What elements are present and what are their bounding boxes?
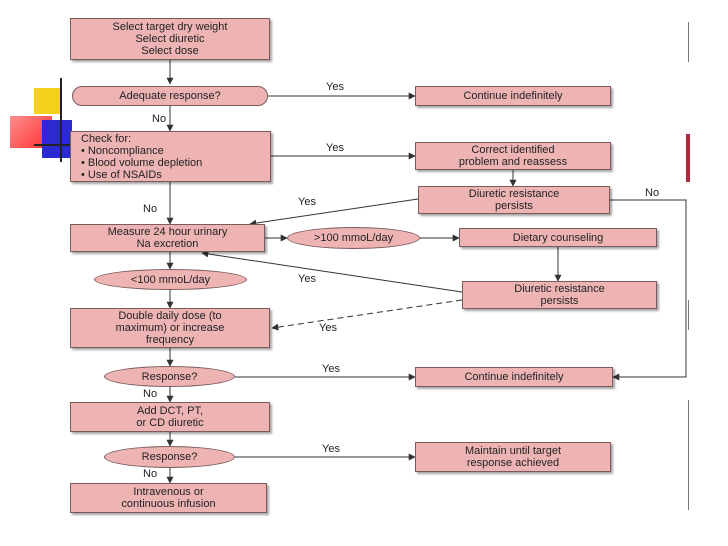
- decision-response-2: Response?: [104, 366, 235, 387]
- arrow-resistance-yes-to-measure: [249, 198, 419, 227]
- yellow-square-decoration: [34, 88, 60, 114]
- step-continue-indefinitely-2: Continue indefinitely: [415, 367, 613, 387]
- step-measure-urinary-na: Measure 24 hour urinary Na excretion: [70, 224, 265, 252]
- label-yes: Yes: [322, 443, 340, 455]
- right-edge-mark: [686, 134, 690, 182]
- right-edge-mark: [688, 400, 689, 510]
- label-yes: Yes: [298, 196, 316, 208]
- step-select-target: Select target dry weight Select diuretic…: [70, 18, 270, 60]
- label-no: No: [152, 113, 167, 125]
- step-correct-problem: Correct identified problem and reassess: [415, 142, 611, 170]
- decision-response-3: Response?: [104, 446, 235, 468]
- step-diuretic-resistance-2: Diuretic resistance persists: [462, 281, 657, 309]
- step-dietary-counseling: Dietary counseling: [459, 228, 657, 247]
- right-edge-mark: [688, 22, 689, 62]
- horizontal-line-decoration: [34, 144, 78, 146]
- right-edge-mark: [688, 300, 689, 330]
- step-check-for: Check for: • Noncompliance • Blood volum…: [70, 131, 271, 182]
- step-maintain-target: Maintain until target response achieved: [415, 442, 611, 472]
- oval-over-100-mmol: >100 mmoL/day: [287, 227, 420, 249]
- label-yes: Yes: [326, 142, 344, 154]
- step-intravenous-infusion: Intravenous or continuous infusion: [70, 483, 267, 513]
- label-yes: Yes: [319, 322, 337, 334]
- arrow-resistance2-yes-to-double-dashed: [271, 299, 463, 331]
- label-no: No: [143, 468, 158, 480]
- vertical-line-decoration: [60, 78, 62, 162]
- label-yes: Yes: [326, 81, 344, 93]
- blue-square-decoration: [42, 120, 72, 158]
- arrow-resistance-no-to-continue: [610, 199, 687, 381]
- label-no: No: [143, 388, 158, 400]
- arrow-resistance2-yes-to-measure: [201, 250, 463, 293]
- oval-under-100-mmol: <100 mmoL/day: [94, 269, 247, 290]
- label-yes: Yes: [298, 273, 316, 285]
- label-yes: Yes: [322, 363, 340, 375]
- decision-adequate-response: Adequate response?: [72, 86, 268, 106]
- step-diuretic-resistance-1: Diuretic resistance persists: [418, 186, 610, 214]
- step-add-dct: Add DCT, PT, or CD diuretic: [70, 402, 270, 432]
- label-no: No: [645, 187, 660, 199]
- label-no: No: [143, 203, 158, 215]
- step-double-daily-dose: Double daily dose (to maximum) or increa…: [70, 308, 270, 348]
- step-continue-indefinitely-1: Continue indefinitely: [415, 86, 611, 106]
